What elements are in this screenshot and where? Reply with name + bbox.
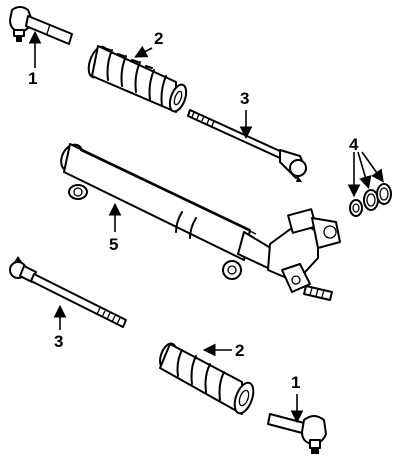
inner-tie-rod-bottom [9, 256, 127, 328]
callout-4: 4 [349, 135, 359, 154]
rack-and-pinion-housing [60, 143, 341, 301]
outer-tie-rod-end-top [9, 6, 73, 45]
leader-4c [361, 151, 384, 183]
callout-2-bottom: 2 [235, 341, 244, 360]
leader-4b [357, 151, 372, 190]
callout-1-bottom: 1 [291, 373, 300, 392]
steering-boot-top [87, 45, 188, 113]
callout-3-bottom: 3 [54, 332, 63, 351]
outer-tie-rod-end-bottom [267, 413, 327, 454]
callout-5: 5 [109, 235, 118, 254]
inner-tie-rod-top [187, 109, 307, 182]
steering-boot-bottom [159, 342, 255, 415]
seal-rings [349, 183, 392, 217]
callout-1-top: 1 [28, 69, 37, 88]
callout-3-top: 3 [240, 89, 249, 108]
callout-2-top: 2 [154, 29, 163, 48]
leader-2-top [134, 45, 153, 58]
